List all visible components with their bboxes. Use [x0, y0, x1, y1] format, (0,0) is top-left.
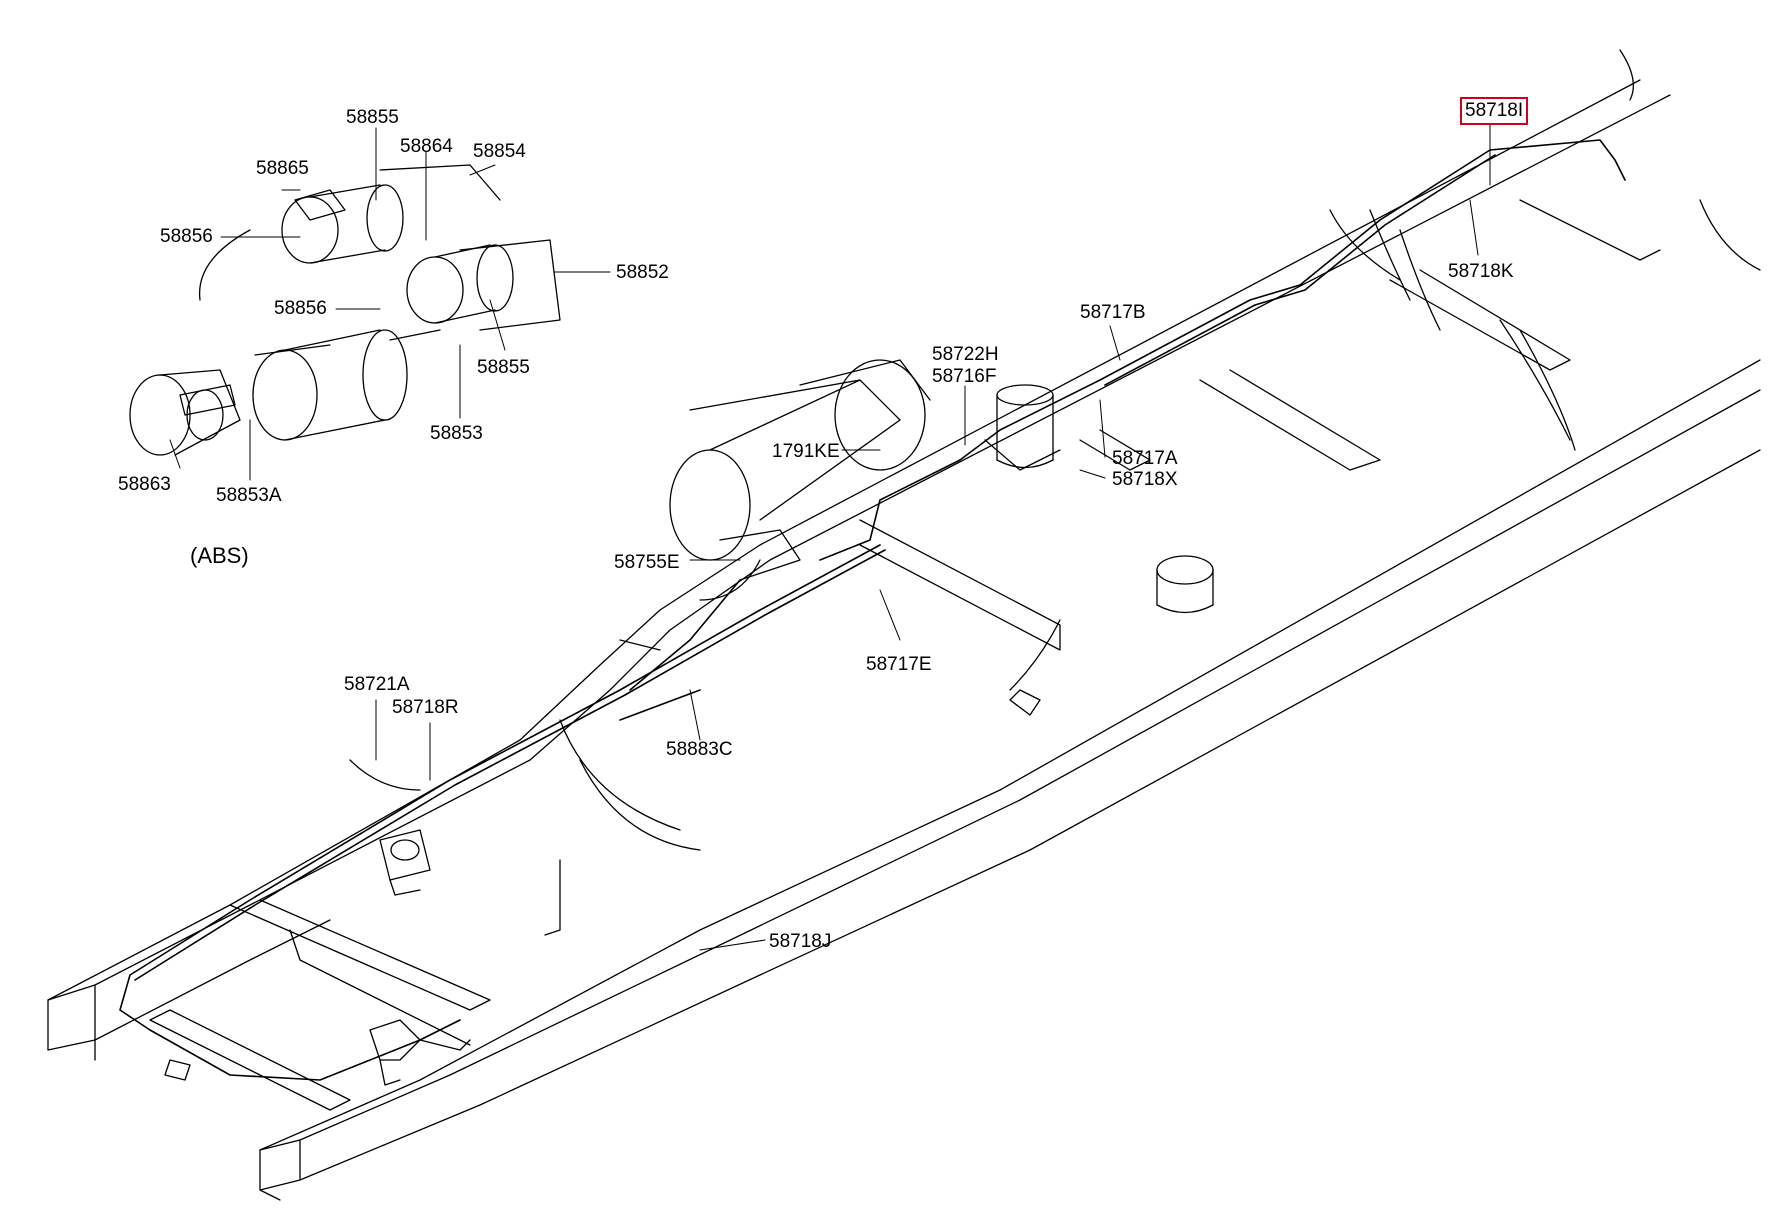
- label-58855-upper: 58855: [346, 107, 399, 128]
- label-58865: 58865: [256, 158, 309, 179]
- label-58717A: 58717A: [1112, 448, 1178, 469]
- label-58716F: 58716F: [932, 366, 997, 387]
- label-58852: 58852: [616, 262, 669, 283]
- canister-right: [1156, 555, 1214, 614]
- label-58718R: 58718R: [392, 697, 459, 718]
- abs-caption: (ABS): [190, 543, 249, 568]
- label-58718J: 58718J: [769, 931, 832, 952]
- label-1791KE: 1791KE: [772, 441, 840, 462]
- label-58722H: 58722H: [932, 344, 999, 365]
- label-58853A: 58853A: [216, 485, 282, 506]
- label-58883C: 58883C: [666, 739, 733, 760]
- chassis-frame: [47, 49, 1761, 1201]
- label-58856-upper: 58856: [160, 226, 213, 247]
- label-58864: 58864: [400, 136, 453, 157]
- air-tank-assembly: [669, 359, 931, 601]
- label-58854: 58854: [473, 141, 526, 162]
- label-58853: 58853: [430, 423, 483, 444]
- label-58717E: 58717E: [866, 654, 932, 675]
- label-58718X: 58718X: [1112, 469, 1178, 490]
- front-brake-components: [164, 639, 1041, 1086]
- leader-lines: [169, 123, 1491, 951]
- brake-lines: [119, 139, 1626, 1081]
- label-58856-lower: 58856: [274, 298, 327, 319]
- abs-module-cluster: [129, 164, 561, 456]
- label-58863: 58863: [118, 474, 171, 495]
- label-58721A: 58721A: [344, 674, 410, 695]
- label-58717B: 58717B: [1080, 302, 1146, 323]
- label-58755E: 58755E: [614, 552, 680, 573]
- label-58855-lower: 58855: [477, 357, 530, 378]
- label-58718K: 58718K: [1448, 261, 1514, 282]
- label-58718I[interactable]: 58718I: [1459, 97, 1529, 125]
- canister-58716F: [984, 384, 1061, 471]
